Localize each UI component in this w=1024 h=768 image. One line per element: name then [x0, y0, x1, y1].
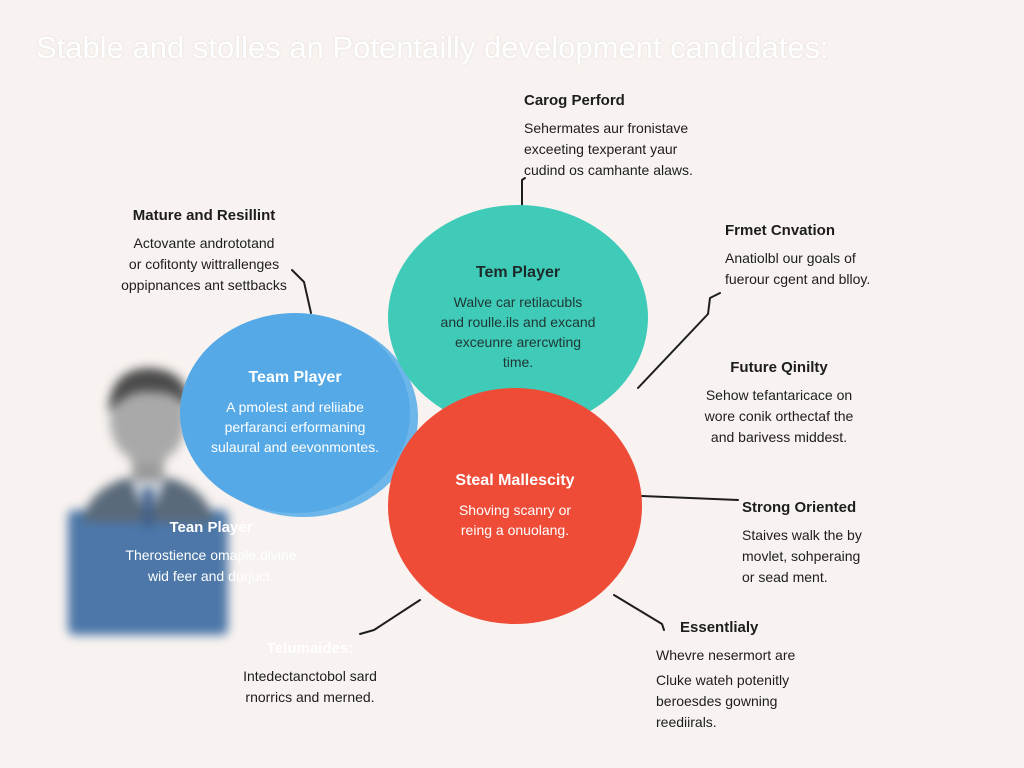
label-essentially-detail: Cluke wateh potenitly beroesdes gowning …	[656, 670, 789, 733]
label-line: wore conik orthectaf the	[704, 408, 854, 424]
circle-team-player: Team Player A pmolest and reliiabe perfa…	[180, 313, 410, 513]
label-line: Actovante andrototand	[133, 235, 275, 251]
circle-tem-player-line: time.	[502, 353, 534, 370]
label-line: or cofitonty wittrallenges	[128, 256, 280, 272]
label-strong-oriented: Strong Oriented Staives walk the by movl…	[742, 499, 862, 588]
label-line: Intedectanctobol sard	[243, 668, 377, 684]
circle-steal-mallescity-line: reing a onuolang.	[460, 522, 570, 538]
label-line: Therostience omaple.divine	[125, 547, 297, 563]
label-tean-player: Tean Player Therostience omaple.divine w…	[96, 519, 326, 587]
label-telumaides: Telumaides: Intedectanctobol sard rnorri…	[200, 640, 420, 708]
circle-tem-player-line: exceunre arercwting	[454, 333, 582, 350]
circle-steal-mallescity-title: Steal Mallescity	[455, 472, 575, 489]
circle-team-player-line: sulaural and eevonmontes.	[210, 439, 380, 455]
connector-mature	[291, 269, 312, 314]
label-line: and barivess middest.	[710, 429, 848, 445]
connector-bottom-left	[359, 599, 421, 635]
label-line: or sead ment.	[742, 569, 828, 585]
label-line: exceeting texperant yaur	[524, 141, 678, 157]
label-line: Whevre nesermort are	[656, 647, 796, 663]
circle-tem-player-title: Tem Player	[475, 263, 561, 281]
label-line: rnorrics and merned.	[245, 689, 375, 705]
label-carog-perford: Carog Perford Sehermates aur fronistave …	[524, 92, 693, 181]
label-frmet-cnvation: Frmet Cnvation Anatiolbl our goals of fu…	[725, 222, 870, 290]
connector-firmet	[637, 292, 721, 389]
circle-tem-player: Tem Player Walve car retilacubls and rou…	[388, 205, 648, 430]
connector-strong	[641, 495, 739, 501]
diagram-title: Stable and stolles an Potentailly develo…	[36, 30, 829, 65]
label-line: cudind os camhante alaws.	[524, 162, 693, 178]
label-strong-oriented-title: Strong Oriented	[742, 499, 857, 516]
label-tean-player-title: Tean Player	[169, 519, 253, 536]
connector-essential	[613, 594, 665, 631]
label-frmet-cnvation-title: Frmet Cnvation	[725, 222, 836, 239]
person-silhouette-icon	[68, 368, 228, 635]
label-line: Anatiolbl our goals of	[725, 250, 856, 266]
label-mature-resilient-title: Mature and Resillint	[132, 207, 276, 224]
label-carog-perford-title: Carog Perford	[524, 92, 625, 109]
label-line: reediirals.	[656, 714, 717, 730]
label-line: Sehermates aur fronistave	[524, 120, 689, 136]
label-line: Cluke wateh potenitly	[656, 672, 790, 688]
circle-tem-player-line: and roulle.ils and excand	[440, 313, 596, 330]
label-line: beroesdes gowning	[656, 693, 778, 709]
circle-team-player-title: Team Player	[248, 369, 342, 386]
label-telumaides-title: Telumaides:	[266, 640, 354, 657]
label-line: movlet, sohperaing	[742, 548, 861, 564]
label-line: fuerour cgent and blloy.	[725, 271, 871, 287]
label-line: oppipnances ant settbacks	[121, 277, 287, 293]
label-essentially-title: Essentlialy	[680, 619, 759, 636]
label-line: wid feer and durjuct.	[147, 568, 275, 584]
circle-steal-mallescity-line: Shoving scanry or	[458, 502, 572, 518]
label-mature-resilient: Mature and Resillint Actovante androtota…	[104, 207, 304, 296]
label-line: Sehow tefantaricace on	[705, 387, 853, 403]
label-future-quality: Future Qinilty Sehow tefantaricace on wo…	[684, 359, 874, 448]
circle-team-player-line: A pmolest and reliiabe	[226, 399, 364, 415]
label-essentially: Essentlialy Whevre nesermort are	[656, 619, 795, 666]
circle-steal-mallescity: Steal Mallescity Shoving scanry or reing…	[388, 388, 642, 624]
label-line: Staives walk the by	[742, 527, 862, 543]
circle-tem-player-line: Walve car retilacubls	[453, 293, 583, 310]
label-future-quality-title: Future Qinilty	[730, 359, 828, 376]
circle-team-player-line: perfaranci erformaning	[224, 419, 366, 435]
